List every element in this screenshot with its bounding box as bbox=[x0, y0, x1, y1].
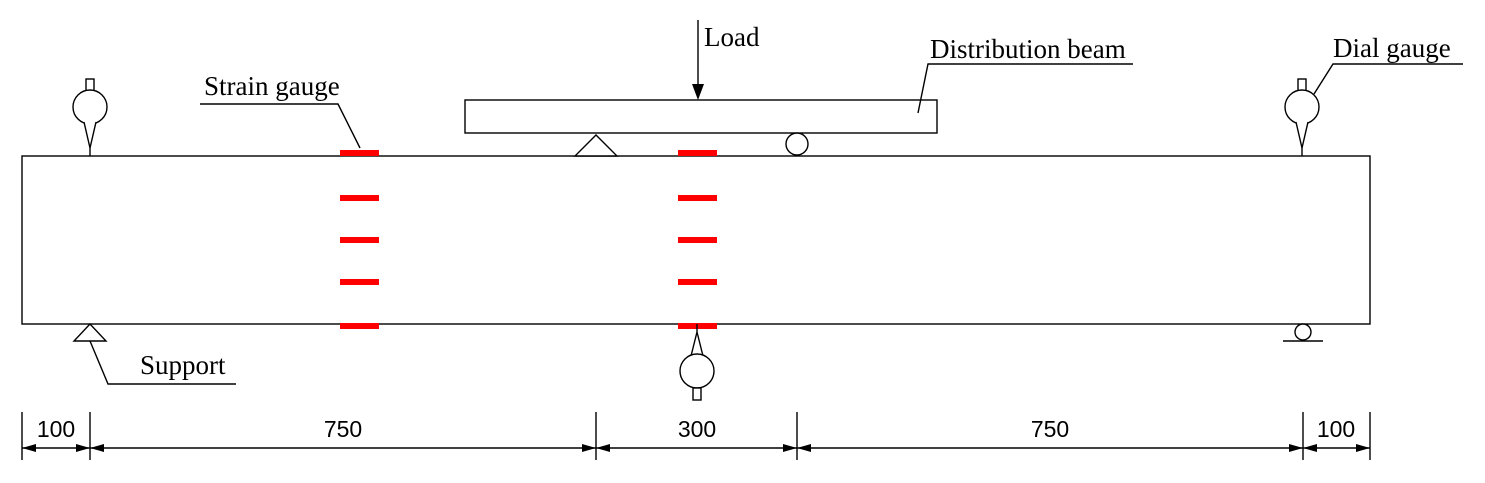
strain-gauges-left bbox=[340, 150, 379, 329]
support-label: Support bbox=[140, 350, 226, 380]
load-label: Load bbox=[704, 22, 760, 52]
dial-gauge-leader bbox=[1313, 63, 1463, 95]
pin-support-left bbox=[72, 322, 108, 342]
pin-support-top bbox=[573, 134, 619, 157]
strain-gauge-leader bbox=[200, 103, 361, 149]
load-arrow bbox=[692, 20, 704, 100]
dial-gauge-left bbox=[72, 78, 108, 156]
support-leader bbox=[89, 340, 236, 385]
roller-support-right bbox=[1283, 323, 1323, 342]
distribution-beam bbox=[464, 99, 938, 134]
distribution-beam-leader bbox=[917, 63, 1133, 114]
roller-support-top bbox=[785, 132, 809, 156]
dim-right-overhang: 100 bbox=[1317, 416, 1355, 442]
dial-gauge-right bbox=[1284, 78, 1320, 156]
dim-shear-span-right: 750 bbox=[1031, 416, 1069, 442]
dial-gauge-bottom bbox=[679, 324, 715, 401]
dim-pure-bending-span: 300 bbox=[678, 416, 716, 442]
dial-gauge-label: Dial gauge bbox=[1333, 33, 1451, 63]
distribution-beam-label: Distribution beam bbox=[930, 34, 1126, 64]
dim-left-overhang: 100 bbox=[37, 416, 75, 442]
strain-gauge-label: Strain gauge bbox=[204, 71, 340, 101]
dim-shear-span-left: 750 bbox=[324, 416, 362, 442]
strain-gauges-middle bbox=[678, 150, 717, 329]
dimension-line bbox=[21, 412, 1371, 460]
